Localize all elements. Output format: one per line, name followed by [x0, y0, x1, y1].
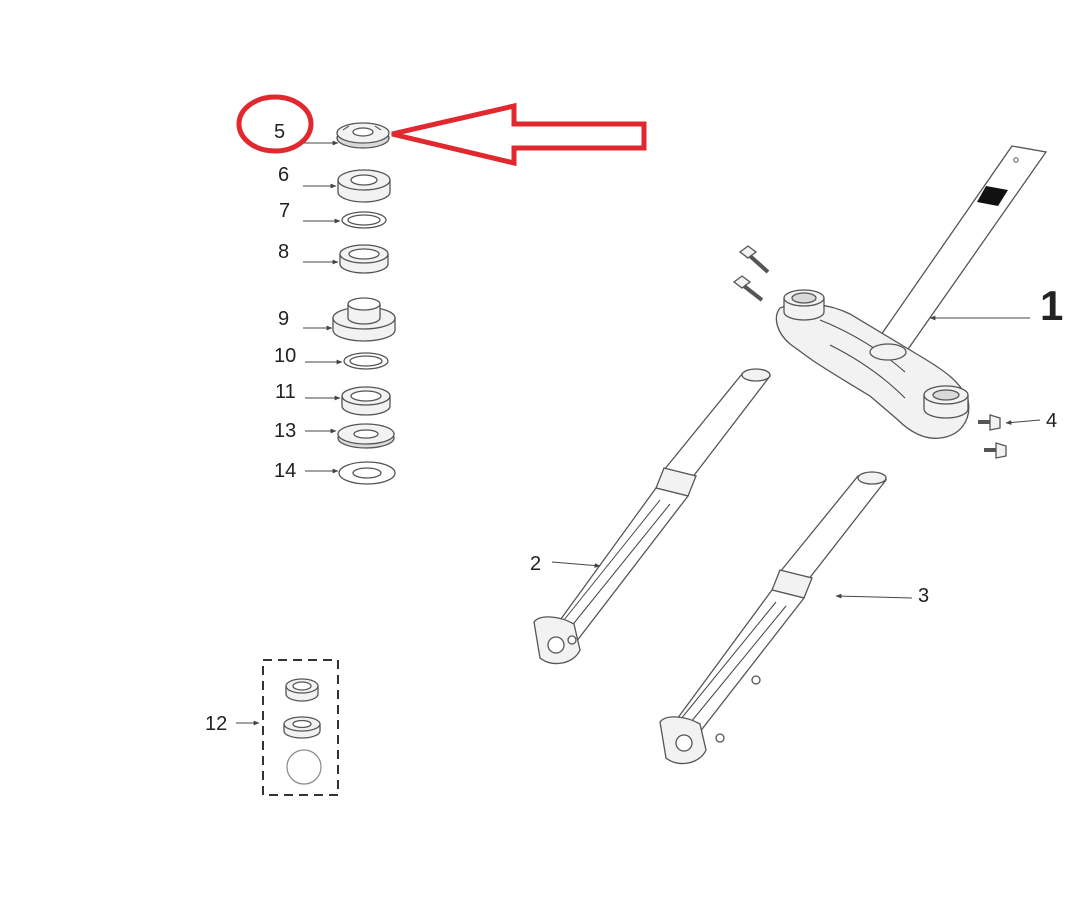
stack-leaders — [300, 140, 343, 474]
part-11-bearing — [341, 386, 391, 416]
highlight-circle — [236, 94, 314, 154]
callout-13: 13 — [274, 420, 296, 442]
callout-2: 2 — [530, 553, 541, 575]
callout-3: 3 — [918, 585, 929, 607]
highlight-arrow — [391, 102, 647, 167]
assembly-leaders — [551, 315, 1041, 599]
callout-7: 7 — [279, 200, 290, 222]
callout-12: 12 — [205, 713, 227, 735]
highlight-annotation — [236, 94, 647, 167]
callout-11: 11 — [275, 381, 296, 403]
part-1-triple-clamp — [775, 145, 1048, 439]
bearing-stack — [332, 122, 396, 485]
callout-5: 5 — [274, 121, 285, 143]
part-14-seal — [338, 461, 396, 485]
callout-4: 4 — [1046, 410, 1057, 432]
part-5-top-nut — [336, 122, 390, 149]
callout-14: 14 — [274, 460, 296, 482]
kit-12-race — [283, 716, 321, 739]
part-10-washer — [343, 352, 389, 370]
kit-12-nut — [285, 678, 319, 702]
part-13-race — [337, 423, 395, 449]
part-8-bearing — [339, 244, 389, 274]
kit-12-ball — [286, 749, 322, 785]
callout-8: 8 — [278, 241, 289, 263]
part-2-fork-left — [533, 368, 772, 665]
part-7-washer — [341, 211, 387, 229]
part-6-spacer — [337, 169, 391, 203]
clamp-bolts-top — [732, 245, 770, 302]
kit-12 — [236, 659, 339, 796]
callout-6: 6 — [278, 164, 289, 186]
callout-1: 1 — [1040, 282, 1063, 329]
callout-labels: 5 6 7 8 9 10 11 13 14 12 1 4 2 3 — [205, 121, 1063, 735]
callout-9: 9 — [278, 308, 289, 330]
callout-10: 10 — [274, 345, 296, 367]
part-3-fork-right — [659, 471, 888, 765]
part-9-cup — [332, 297, 396, 342]
part-4-bolts — [978, 414, 1007, 459]
